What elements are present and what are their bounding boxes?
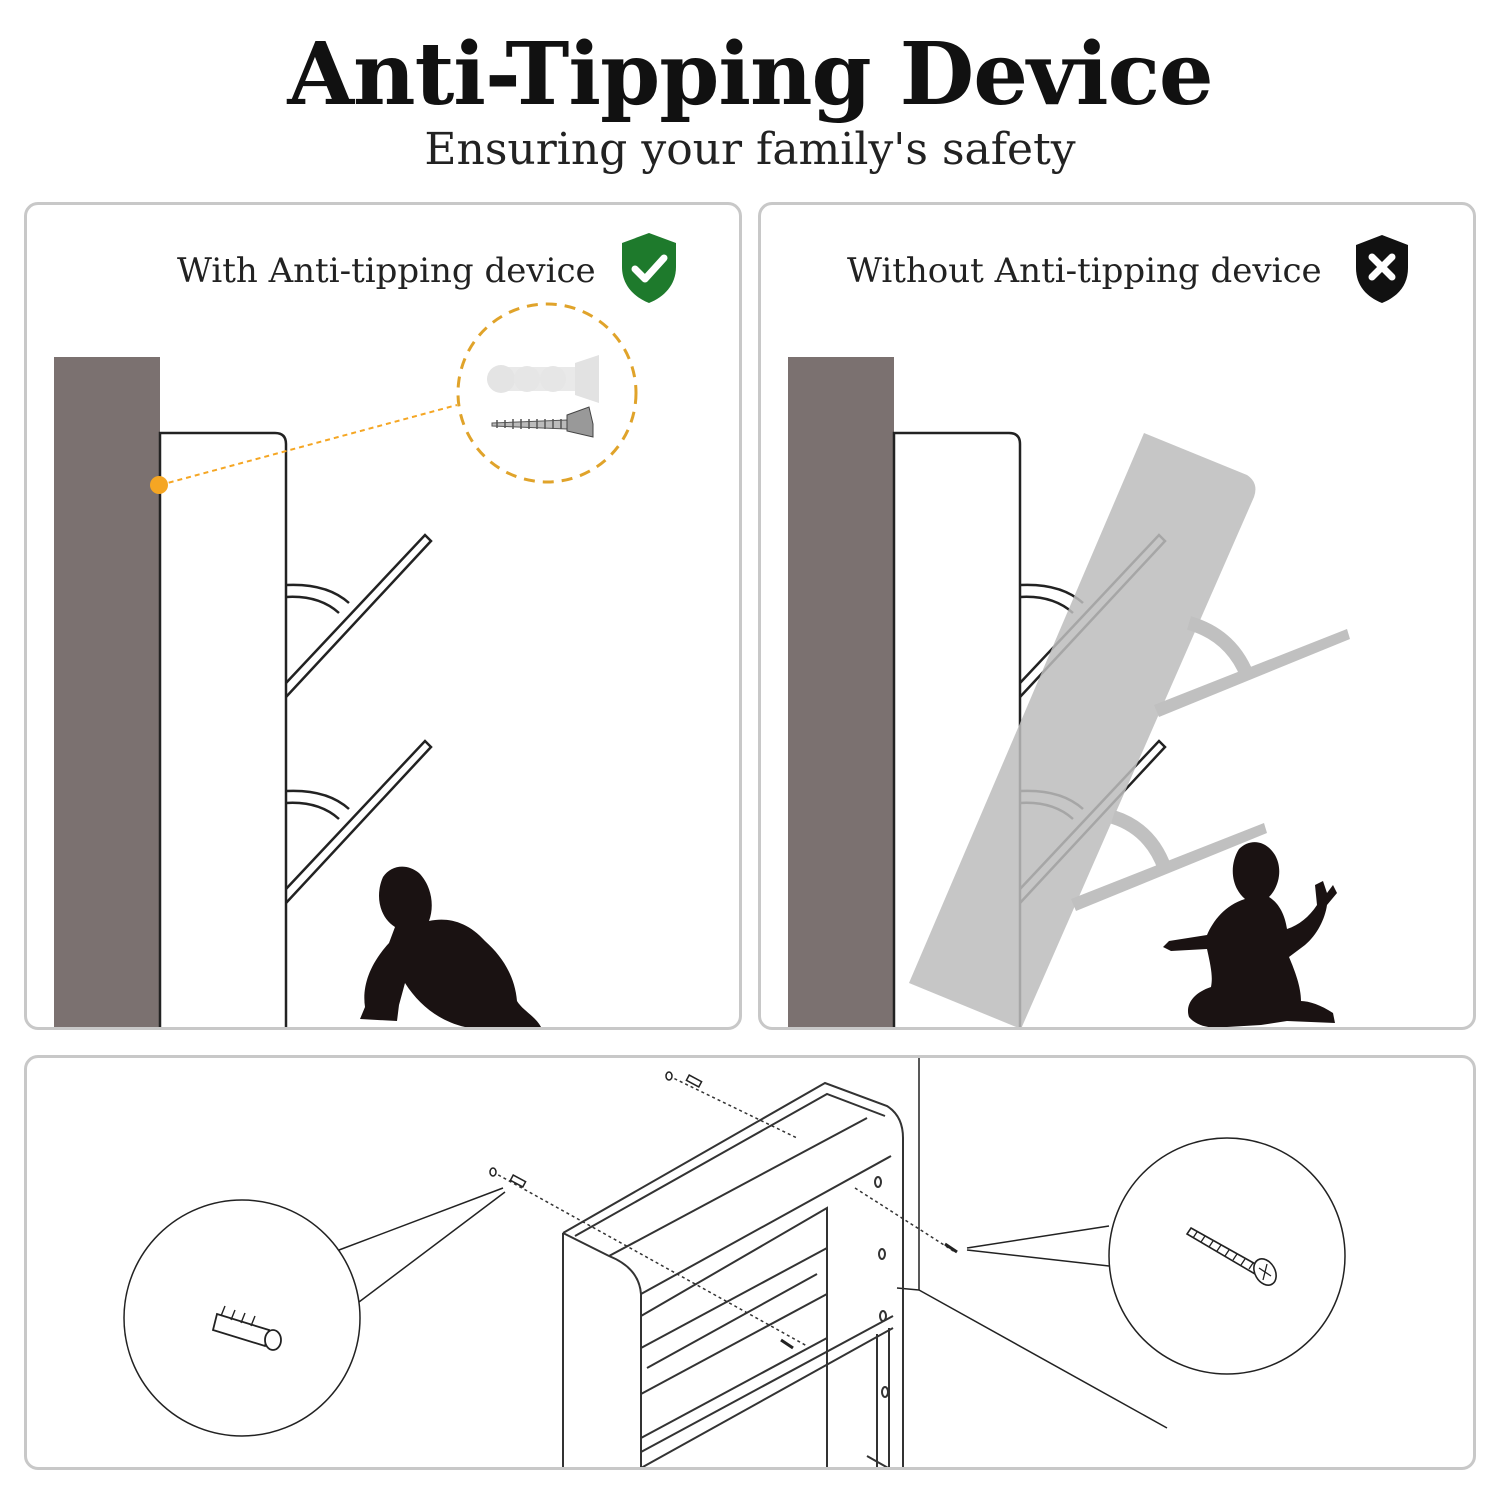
tipping-shelf-illustration [788, 357, 1350, 1027]
panel-installation [24, 1055, 1476, 1470]
tipping-shelf-ghost [909, 433, 1350, 1027]
shelf-flap-upper [285, 533, 433, 698]
wall [54, 357, 160, 1027]
page-title: Anti-Tipping Device [287, 24, 1213, 125]
screw-icon [491, 406, 594, 438]
callout-lines [338, 1187, 1110, 1303]
room-corner [896, 1058, 1168, 1429]
sitting-baby-silhouette [1163, 842, 1337, 1027]
wall-anchor-icon [487, 355, 599, 403]
panel-without-device: Without Anti-tipping device [758, 202, 1476, 1030]
page-subtitle: Ensuring your family's safety [424, 124, 1076, 175]
cabinet-outline [562, 1081, 904, 1467]
panel-without-label: Without Anti-tipping device [847, 251, 1322, 291]
anchor-point [150, 476, 168, 494]
installation-diagram [123, 1058, 1346, 1467]
panel-with-device: With Anti-tipping device [24, 202, 742, 1030]
small-anchor-parts [489, 1071, 958, 1350]
hardware-zoom-circle [456, 302, 638, 484]
anchor-leader-line [159, 404, 458, 486]
x-shield-icon [1356, 235, 1408, 303]
shelf-flap-lower [285, 739, 433, 904]
wall-anchor-zoom-circle [123, 1199, 361, 1437]
anchored-shelf-illustration [54, 302, 638, 1027]
wall [788, 357, 894, 1027]
screw-detail-icon [1185, 1226, 1277, 1286]
check-shield-icon [622, 233, 676, 303]
wall-anchor-detail-icon [211, 1305, 282, 1351]
shelf-unit [158, 431, 288, 1027]
crawling-baby-silhouette [360, 866, 541, 1027]
cabinet-holes [874, 1176, 889, 1398]
dashed-guides [492, 1075, 956, 1347]
panel-with-label: With Anti-tipping device [177, 251, 596, 291]
